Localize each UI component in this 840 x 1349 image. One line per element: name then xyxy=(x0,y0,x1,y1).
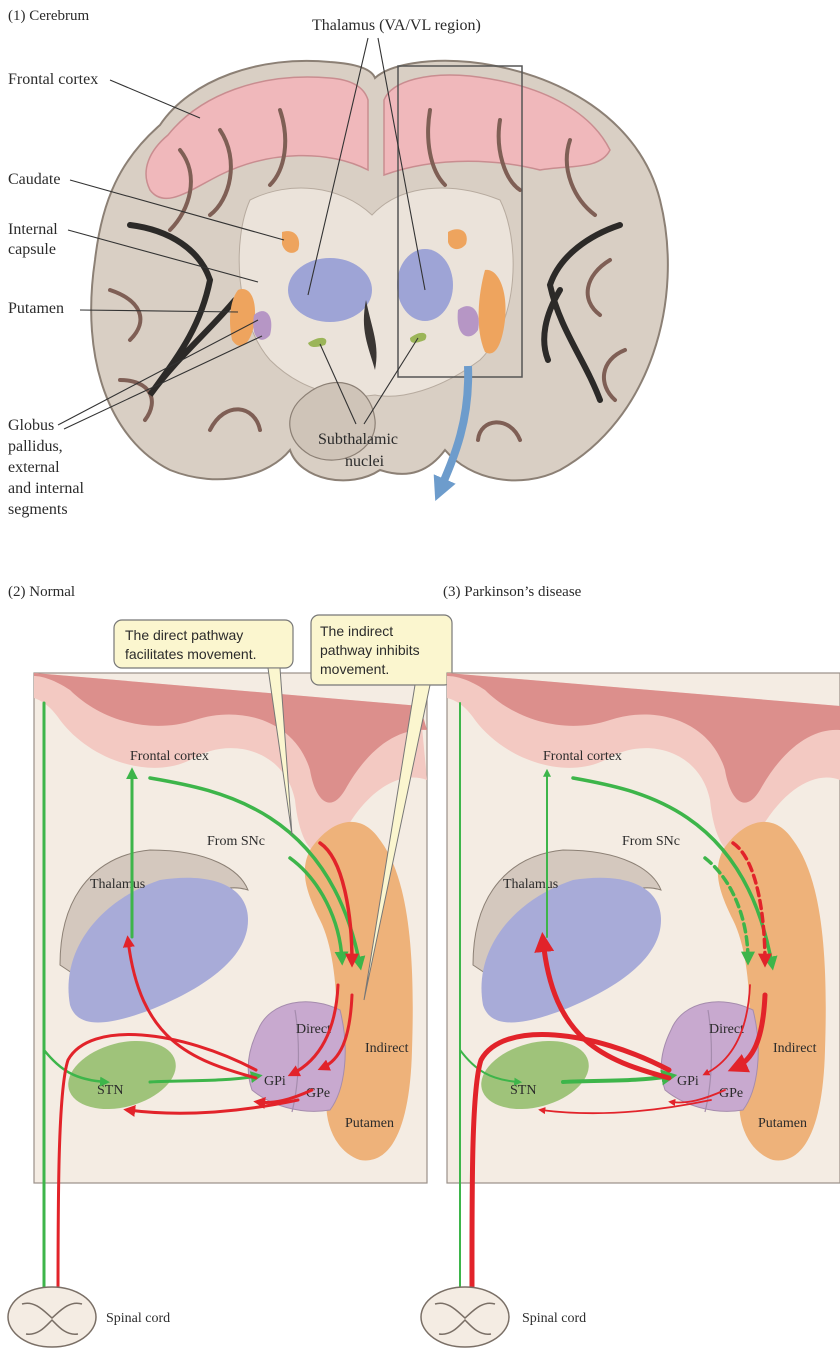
normal-frontal-cortex-label: Frontal cortex xyxy=(130,749,209,764)
normal-direct-label: Direct xyxy=(296,1022,331,1037)
callout-direct-line2: facilitates movement. xyxy=(125,646,257,662)
normal-circuit-panel: Frontal cortex Thalamus STN Putamen Indi… xyxy=(8,615,452,1347)
panel-title-parkinsons: (3) Parkinson’s disease xyxy=(443,584,582,600)
pd-direct-label: Direct xyxy=(709,1022,744,1037)
label-subthalamic-1: Subthalamic xyxy=(318,431,398,448)
thalamus-right-shape xyxy=(397,249,453,321)
pd-thalamus-label: Thalamus xyxy=(503,877,558,892)
pd-frontal-cortex-label: Frontal cortex xyxy=(543,749,622,764)
pd-indirect-label: Indirect xyxy=(773,1041,817,1056)
pd-spinal-cord-shape xyxy=(421,1287,509,1347)
panel-title-normal: (2) Normal xyxy=(8,584,75,600)
normal-putamen-label: Putamen xyxy=(345,1116,394,1131)
label-globus-5: segments xyxy=(8,501,68,518)
coronal-brain-section xyxy=(91,61,668,481)
label-globus-2: pallidus, xyxy=(8,438,63,455)
cerebrum-panel: (1) Cerebrum Thalamus (VA/VL region) xyxy=(8,8,668,518)
label-putamen: Putamen xyxy=(8,300,64,317)
normal-spinal-cord-shape xyxy=(8,1287,96,1347)
pd-stn-label: STN xyxy=(510,1083,536,1098)
pd-putamen-label: Putamen xyxy=(758,1116,807,1131)
callout-indirect-line3: movement. xyxy=(320,661,389,677)
label-globus-1: Globus xyxy=(8,417,54,434)
label-frontal-cortex: Frontal cortex xyxy=(8,71,98,88)
normal-thalamus-label: Thalamus xyxy=(90,877,145,892)
normal-spinal-cord: Spinal cord xyxy=(8,1287,170,1347)
label-thalamus-va-vl: Thalamus (VA/VL region) xyxy=(312,17,481,34)
label-internal-capsule-2: capsule xyxy=(8,241,56,258)
label-subthalamic-2: nuclei xyxy=(345,453,385,470)
label-internal-capsule-1: Internal xyxy=(8,221,58,238)
normal-stn-label: STN xyxy=(97,1083,123,1098)
label-globus-3: external xyxy=(8,459,60,476)
normal-from-snc-label: From SNc xyxy=(207,834,265,849)
label-caudate: Caudate xyxy=(8,171,60,188)
normal-indirect-label: Indirect xyxy=(365,1041,409,1056)
callout-direct-line1: The direct pathway xyxy=(125,627,243,643)
thalamus-left-shape xyxy=(288,258,372,322)
normal-spinal-cord-label: Spinal cord xyxy=(106,1311,170,1326)
globus-pallidus-left-shape xyxy=(253,311,271,340)
pd-from-snc-label: From SNc xyxy=(622,834,680,849)
normal-gpi-label: GPi xyxy=(264,1074,286,1089)
pd-gpi-label: GPi xyxy=(677,1074,699,1089)
callout-indirect-line2: pathway inhibits xyxy=(320,642,420,658)
label-globus-4: and internal xyxy=(8,480,85,497)
panel-title-cerebrum: (1) Cerebrum xyxy=(8,8,90,24)
callout-indirect-line1: The indirect xyxy=(320,623,393,639)
pd-spinal-cord: Spinal cord xyxy=(421,1287,586,1347)
pd-spinal-cord-label: Spinal cord xyxy=(522,1311,586,1326)
frontal-cortex-right xyxy=(384,75,610,175)
pd-gpe-label: GPe xyxy=(719,1086,743,1101)
normal-gpe-label: GPe xyxy=(306,1086,330,1101)
white-matter-core xyxy=(239,188,513,396)
parkinsons-circuit-panel: Frontal cortex Thalamus STN Putamen Indi… xyxy=(421,673,840,1347)
